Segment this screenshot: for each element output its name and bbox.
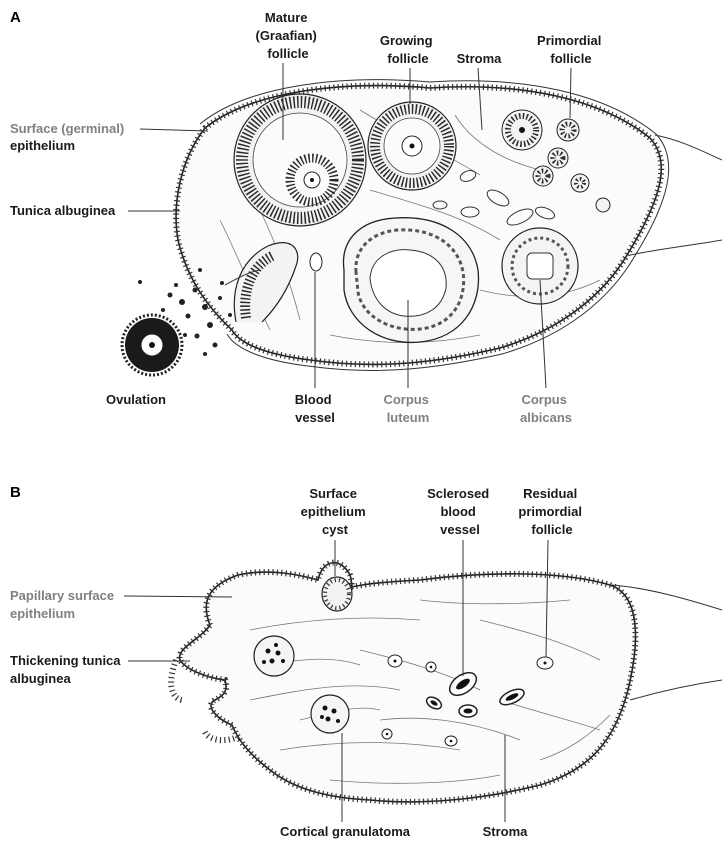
cortical-granulatoma-1 xyxy=(254,636,294,676)
label-tunica-albuginea: Tunica albuginea xyxy=(10,203,116,218)
label-corpus-luteum: Corpus luteum xyxy=(383,392,432,425)
label-surface-epithelium: Surface (germinal) epithelium xyxy=(10,120,128,153)
cortical-granulatoma-2 xyxy=(311,695,349,733)
panel-b-letter: B xyxy=(10,484,21,501)
growing-follicle xyxy=(368,102,456,190)
ligament-b-bottom xyxy=(630,680,722,700)
label-stroma-a: Stroma xyxy=(457,51,503,66)
panel-b: B xyxy=(10,484,722,839)
corpus-luteum xyxy=(343,218,478,343)
label-thickening-tunica-albuginea: Thickening tunica albuginea xyxy=(10,653,124,686)
label-papillary-surface-epithelium: Papillary surface epithelium xyxy=(10,588,118,621)
label-mature-follicle: Mature (Graafian) follicle xyxy=(255,10,320,61)
panel-a: A xyxy=(10,9,722,425)
panel-a-letter: A xyxy=(10,9,21,26)
label-primordial-follicle: Primordial follicle xyxy=(537,33,605,66)
label-corpus-albicans: Corpus albicans xyxy=(520,392,572,425)
label-growing-follicle: Growing follicle xyxy=(380,33,436,66)
blood-vessel-a xyxy=(310,253,322,271)
label-surface-epithelium-cyst: Surface epithelium cyst xyxy=(301,486,370,537)
surface-epithelium-cyst xyxy=(322,577,352,611)
released-oocyte xyxy=(122,315,182,375)
corpus-albicans xyxy=(502,228,578,304)
label-blood-vessel: Blood vessel xyxy=(295,392,335,425)
mature-graafian-follicle xyxy=(234,94,366,226)
label-stroma-b: Stroma xyxy=(483,824,529,839)
label-ovulation: Ovulation xyxy=(106,392,166,407)
ligament-a-bottom xyxy=(630,240,722,255)
label-cortical-granulatoma: Cortical granulatoma xyxy=(280,824,411,839)
label-residual-primordial-follicle: Residual primordial follicle xyxy=(518,486,585,537)
ovary-b-outline xyxy=(180,563,636,802)
label-sclerosed-blood-vessel: Sclerosed blood vessel xyxy=(427,486,493,537)
